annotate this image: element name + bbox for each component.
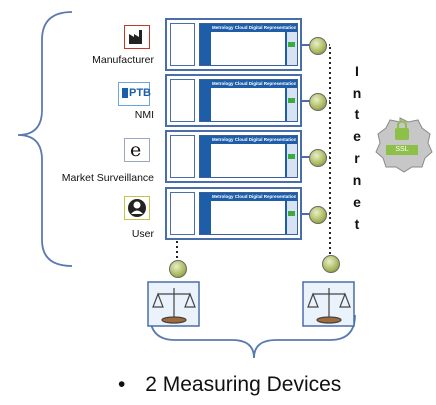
cloud-screen: Metrology Cloud Digital Representation: [199, 135, 298, 178]
ptb-logo: PTB: [118, 82, 151, 106]
cloud-row-manufacturer: Metrology Cloud Digital Representation: [165, 18, 302, 71]
internet-letter: I: [355, 63, 359, 79]
cloud-screen: Metrology Cloud Digital Representation: [199, 23, 298, 66]
scales-icon: [307, 288, 351, 324]
internet-letter: n: [352, 172, 362, 188]
cloud-screen: Metrology Cloud Digital Representation: [199, 79, 298, 122]
server-icon: [170, 23, 195, 66]
actor-label-user: User: [131, 228, 154, 240]
factory-icon: [124, 25, 150, 49]
server-icon: [170, 192, 195, 235]
internet-letter: n: [352, 85, 362, 101]
actor-label-market-surveillance: Market Surveillance: [61, 172, 154, 184]
lock-connector-icon: [309, 206, 327, 224]
lock-connector-icon: [309, 93, 327, 111]
lock-connector-icon: [169, 260, 187, 278]
left-brace: [17, 11, 73, 267]
ssl-label: SSL: [395, 146, 409, 153]
lock-connector-icon: [309, 37, 327, 55]
ssl-badge: [375, 117, 433, 173]
bottom-brace: [149, 314, 356, 359]
internet-letter: r: [354, 150, 360, 166]
user-icon: [124, 196, 150, 220]
server-icon: [170, 135, 195, 178]
internet-letter: e: [353, 128, 361, 144]
actor-label-nmi: NMI: [134, 109, 154, 121]
internet-letter: t: [354, 216, 360, 232]
internet-letter: e: [353, 194, 361, 210]
server-icon: [170, 79, 195, 122]
scales-icon: [152, 288, 196, 324]
bullet: •: [118, 373, 126, 396]
cloud-row-nmi: Metrology Cloud Digital Representation: [165, 74, 302, 127]
cloud-row-user: Metrology Cloud Digital Representation: [165, 187, 302, 240]
bottom-caption: • 2 Measuring Devices: [118, 373, 341, 397]
lock-connector-icon: [309, 149, 327, 167]
lock-connector-icon: [322, 255, 340, 273]
cloud-screen: Metrology Cloud Digital Representation: [199, 192, 298, 235]
euro-sign-icon: e: [124, 138, 150, 162]
cloud-row-market-surveillance: Metrology Cloud Digital Representation: [165, 130, 302, 183]
actor-label-manufacturer: Manufacturer: [92, 54, 154, 66]
caption-text: 2 Measuring Devices: [145, 373, 342, 396]
internet-letter: t: [354, 106, 360, 122]
